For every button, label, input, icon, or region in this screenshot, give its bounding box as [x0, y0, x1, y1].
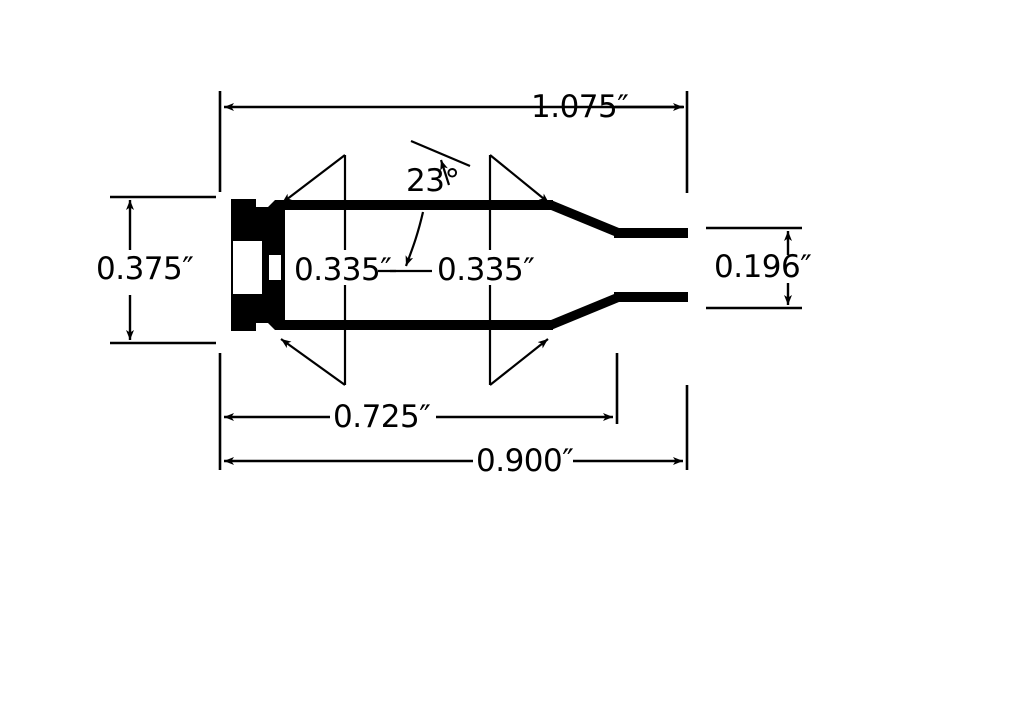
dimension-label-body-diameter-right: 0.335″	[437, 252, 535, 288]
dimension-label-neck-diameter: 0.196″	[714, 249, 812, 285]
case-mouth-edge-bottom	[683, 292, 688, 302]
dimension-label-shoulder-angle: 23°	[406, 163, 460, 199]
dimension-overall-length	[218, 91, 689, 193]
case-body-wall-top	[282, 200, 553, 210]
angle-leader-arrow-up	[439, 159, 451, 186]
angle-leader-curve-down	[404, 211, 425, 267]
leader-shoulder-angle	[378, 139, 471, 273]
leader-diagonal-lower-left	[280, 338, 346, 386]
flash-hole-cavity	[269, 255, 281, 280]
dimension-rim-diameter	[110, 195, 216, 345]
dimension-label-overall-length: 1.075″	[531, 89, 629, 125]
dimension-label-rim-diameter: 0.375″	[96, 251, 194, 287]
dimension-case-length	[224, 385, 689, 470]
dimension-neck-diameter	[706, 226, 802, 310]
case-mouth-edge-top	[683, 228, 688, 238]
case-body-wall-bottom	[282, 320, 553, 330]
cartridge-case-geometry	[231, 199, 688, 331]
case-neck-wall-bottom	[614, 292, 688, 302]
leader-diagonal-lower-right	[489, 338, 549, 386]
leader-diagonal-upper-right	[489, 154, 550, 204]
dimension-label-case-length: 0.900″	[476, 443, 574, 479]
leader-diagonal-upper-left	[281, 154, 346, 204]
dimension-label-shoulder-length: 0.725″	[333, 399, 431, 435]
dimension-label-body-diameter-left: 0.335″	[294, 252, 392, 288]
primer-pocket-cavity	[233, 241, 262, 294]
leaders-body-diameter	[280, 154, 550, 386]
case-shoulder-taper-bottom	[551, 292, 619, 330]
dimension-shoulder-length	[218, 353, 619, 470]
case-shoulder-taper-top	[551, 200, 619, 238]
case-neck-wall-top	[614, 228, 688, 238]
angle-reference-slope-line	[410, 139, 471, 168]
